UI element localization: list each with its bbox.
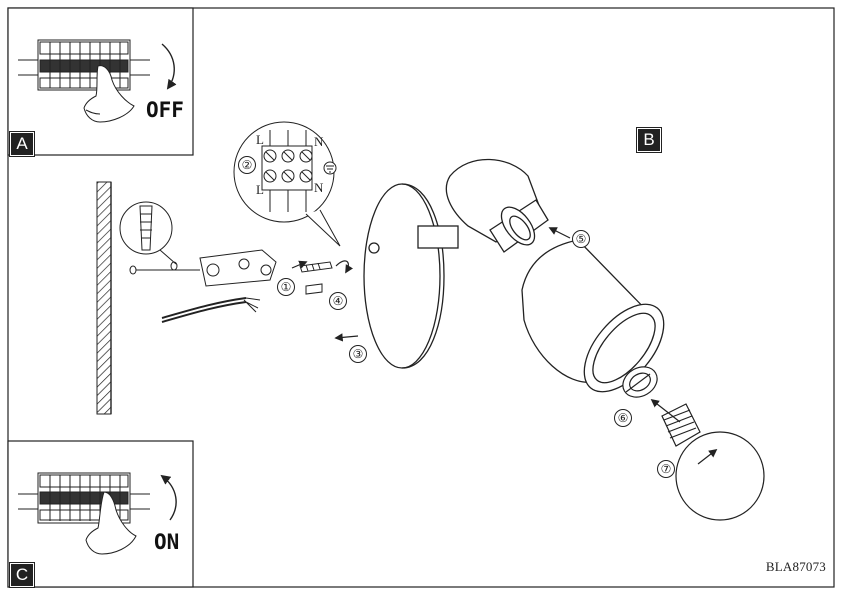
step-3-label: ③ bbox=[349, 345, 367, 363]
mounting-line bbox=[129, 261, 200, 275]
mounting-bracket-icon bbox=[161, 249, 277, 323]
light-bulb-icon bbox=[661, 403, 765, 521]
outer-frame bbox=[7, 7, 835, 588]
spot-head-icon bbox=[417, 158, 549, 253]
wall-hatch bbox=[96, 181, 112, 415]
terminal-label-n-top: N bbox=[314, 134, 324, 149]
panel-b-tag: B bbox=[636, 127, 662, 153]
lamp-ring-icon bbox=[622, 366, 658, 398]
step-6-label: ⑥ bbox=[614, 409, 632, 427]
screw-icon bbox=[299, 261, 333, 295]
step-7-label: ⑦ bbox=[657, 460, 675, 478]
step-4-label: ④ bbox=[329, 292, 347, 310]
rotate-on-arrow-icon bbox=[160, 474, 177, 521]
step-5-label: ⑤ bbox=[572, 230, 590, 248]
terminal-label-n-bottom: N bbox=[314, 180, 324, 195]
breaker-panel-a-icon bbox=[18, 39, 150, 123]
panel-c-tag: C bbox=[9, 562, 35, 588]
off-label: OFF bbox=[146, 98, 184, 122]
panel-a-tag: A bbox=[9, 131, 35, 157]
step-2-label: ② bbox=[238, 156, 256, 174]
rotate-off-arrow-icon bbox=[161, 43, 177, 90]
breaker-panel-c-icon bbox=[18, 472, 150, 555]
glass-shade-icon bbox=[521, 239, 665, 393]
on-label: ON bbox=[154, 530, 180, 554]
step-1-label: ① bbox=[277, 278, 295, 296]
document-code: BLA87073 bbox=[765, 559, 826, 574]
wall-plug-callout bbox=[119, 201, 177, 265]
terminal-block-callout bbox=[233, 121, 341, 247]
terminal-label-l-top: L bbox=[256, 132, 264, 147]
back-plate-icon bbox=[363, 183, 445, 369]
terminal-label-l-bottom: L bbox=[256, 182, 264, 197]
